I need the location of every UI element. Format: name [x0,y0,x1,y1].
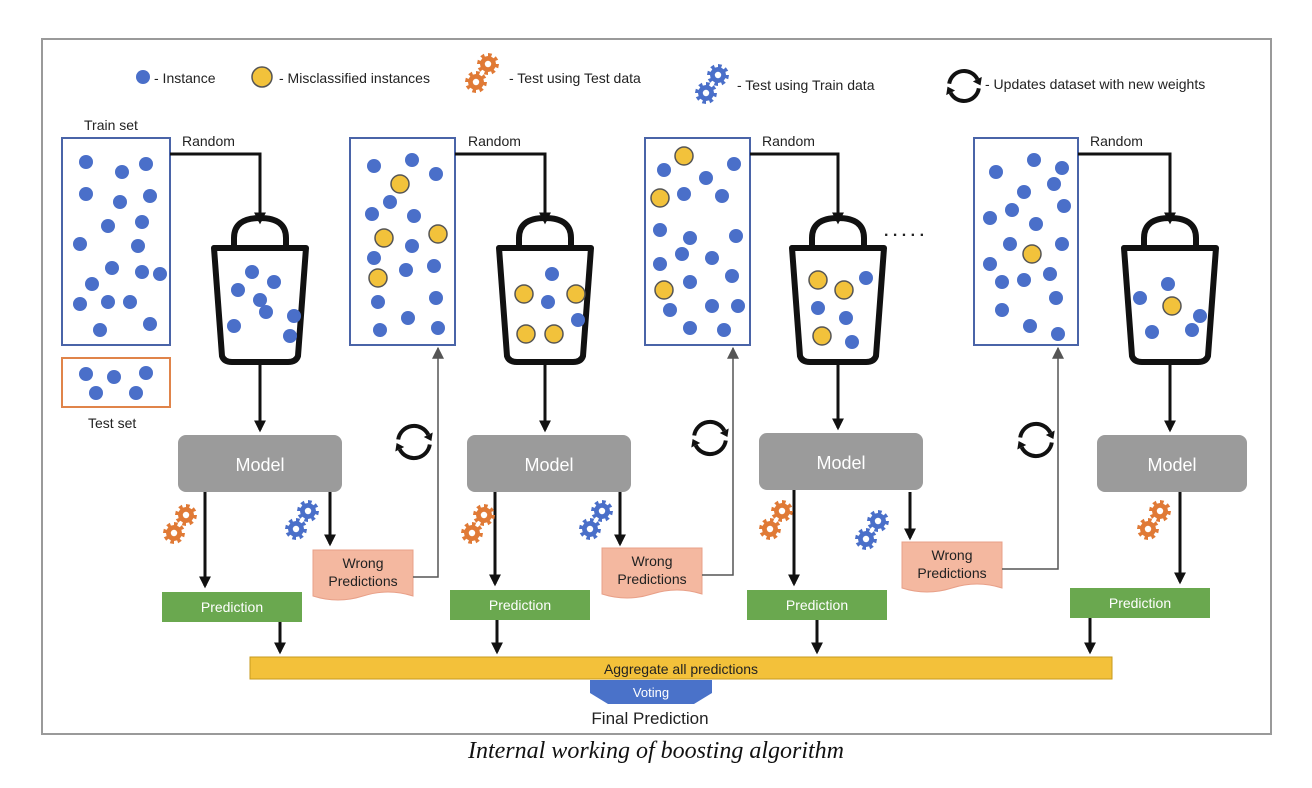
dataset-box-3 [644,137,751,346]
random-arrow-4 [1078,152,1176,225]
prediction-label-3: Prediction [786,597,848,613]
model-box-2 [467,435,631,492]
model-boxes: Model Model Model Model [178,433,1247,492]
prediction-aggregate-arrows [274,618,1096,655]
random-arrow-2 [455,152,551,225]
model-box-4 [1097,435,1247,492]
gear-test-icon-3 [759,500,793,540]
wrong-line2-2: Predictions [617,571,686,587]
random-label-1: Random [182,133,235,149]
bag-model-arrows [254,360,1176,433]
feedback-arrows [413,346,1064,578]
prediction-label-1: Prediction [201,599,263,615]
prediction-boxes: Prediction Prediction Prediction Predict… [162,588,1210,622]
prediction-box-4 [1070,588,1210,618]
model-wrong-arrows [324,492,916,547]
instance-dots [73,146,1207,400]
wrong-line1-1: Wrong [343,555,384,571]
aggregate-bar [249,656,1113,680]
random-label-4: Random [1090,133,1143,149]
feedback-arrow-1 [413,346,444,578]
test-set-label: Test set [88,415,136,431]
wrong-box-1 [312,549,414,601]
wrong-line2-3: Predictions [917,565,986,581]
dataset-box-4 [973,137,1079,346]
figure-caption: Internal working of boosting algorithm [467,738,844,764]
ellipsis: . . . . . [884,223,924,240]
legend-misclassified: - Misclassified instances [279,70,430,86]
cycle-icon-3 [1017,421,1055,459]
cycle-legend-icon [946,69,982,103]
prediction-label-4: Prediction [1109,595,1171,611]
prediction-box-1 [162,592,302,622]
model-prediction-arrows [199,490,1186,589]
feedback-arrow-2 [702,346,739,576]
wrong-line2-1: Predictions [328,573,397,589]
train-set-box [61,137,171,346]
gear-train-legend-icon [695,64,729,104]
legend-test-test: - Test using Test data [509,70,641,86]
model-label-3: Model [816,453,865,473]
aggregate-label: Aggregate all predictions [604,661,758,677]
feedback-arrow-3 [1002,346,1064,570]
model-label-2: Model [524,455,573,475]
random-arrow-3 [750,152,844,225]
voting-shape [590,680,712,704]
legend-test-train: - Test using Train data [737,77,875,93]
model-label-1: Model [235,455,284,475]
model-box-1 [178,435,342,492]
train-set-label: Train set [84,117,138,133]
test-set-box [61,357,171,408]
gear-train-icon-1 [285,500,319,540]
legend: - Instance - Misclassified instances - T… [136,53,1205,104]
gear-test-icon-1 [163,504,197,544]
prediction-box-2 [450,590,590,620]
cycle-icon-2 [691,419,729,457]
prediction-label-2: Prediction [489,597,551,613]
gear-train-icon-2 [579,500,613,540]
wrong-line1-2: Wrong [632,553,673,569]
legend-instance: - Instance [154,70,216,86]
random-label-3: Random [762,133,815,149]
boosting-diagram: - Instance - Misclassified instances - T… [61,53,1247,728]
wrong-box-2 [601,547,703,599]
random-arrows [170,152,1176,225]
wrong-box-3 [901,541,1003,593]
gear-train-icon-3 [855,510,889,550]
model-box-3 [759,433,923,490]
random-label-2: Random [468,133,521,149]
dataset-box-2 [349,137,456,346]
instance-legend-dot [136,70,150,84]
prediction-box-3 [747,590,887,620]
gear-test-icon-4 [1137,500,1171,540]
wrong-line1-3: Wrong [932,547,973,563]
voting-label: Voting [633,685,669,700]
random-arrow-1 [170,152,266,225]
gear-test-icon-2 [461,504,495,544]
model-label-4: Model [1147,455,1196,475]
gear-test-legend-icon [465,53,499,93]
cycle-icon-1 [395,423,433,461]
misclassified-legend-dot [251,66,273,88]
final-prediction-label: Final Prediction [591,709,708,728]
wrong-predictions: Wrong Predictions Wrong Predictions Wron… [312,541,1003,601]
legend-updates: - Updates dataset with new weights [985,76,1205,92]
